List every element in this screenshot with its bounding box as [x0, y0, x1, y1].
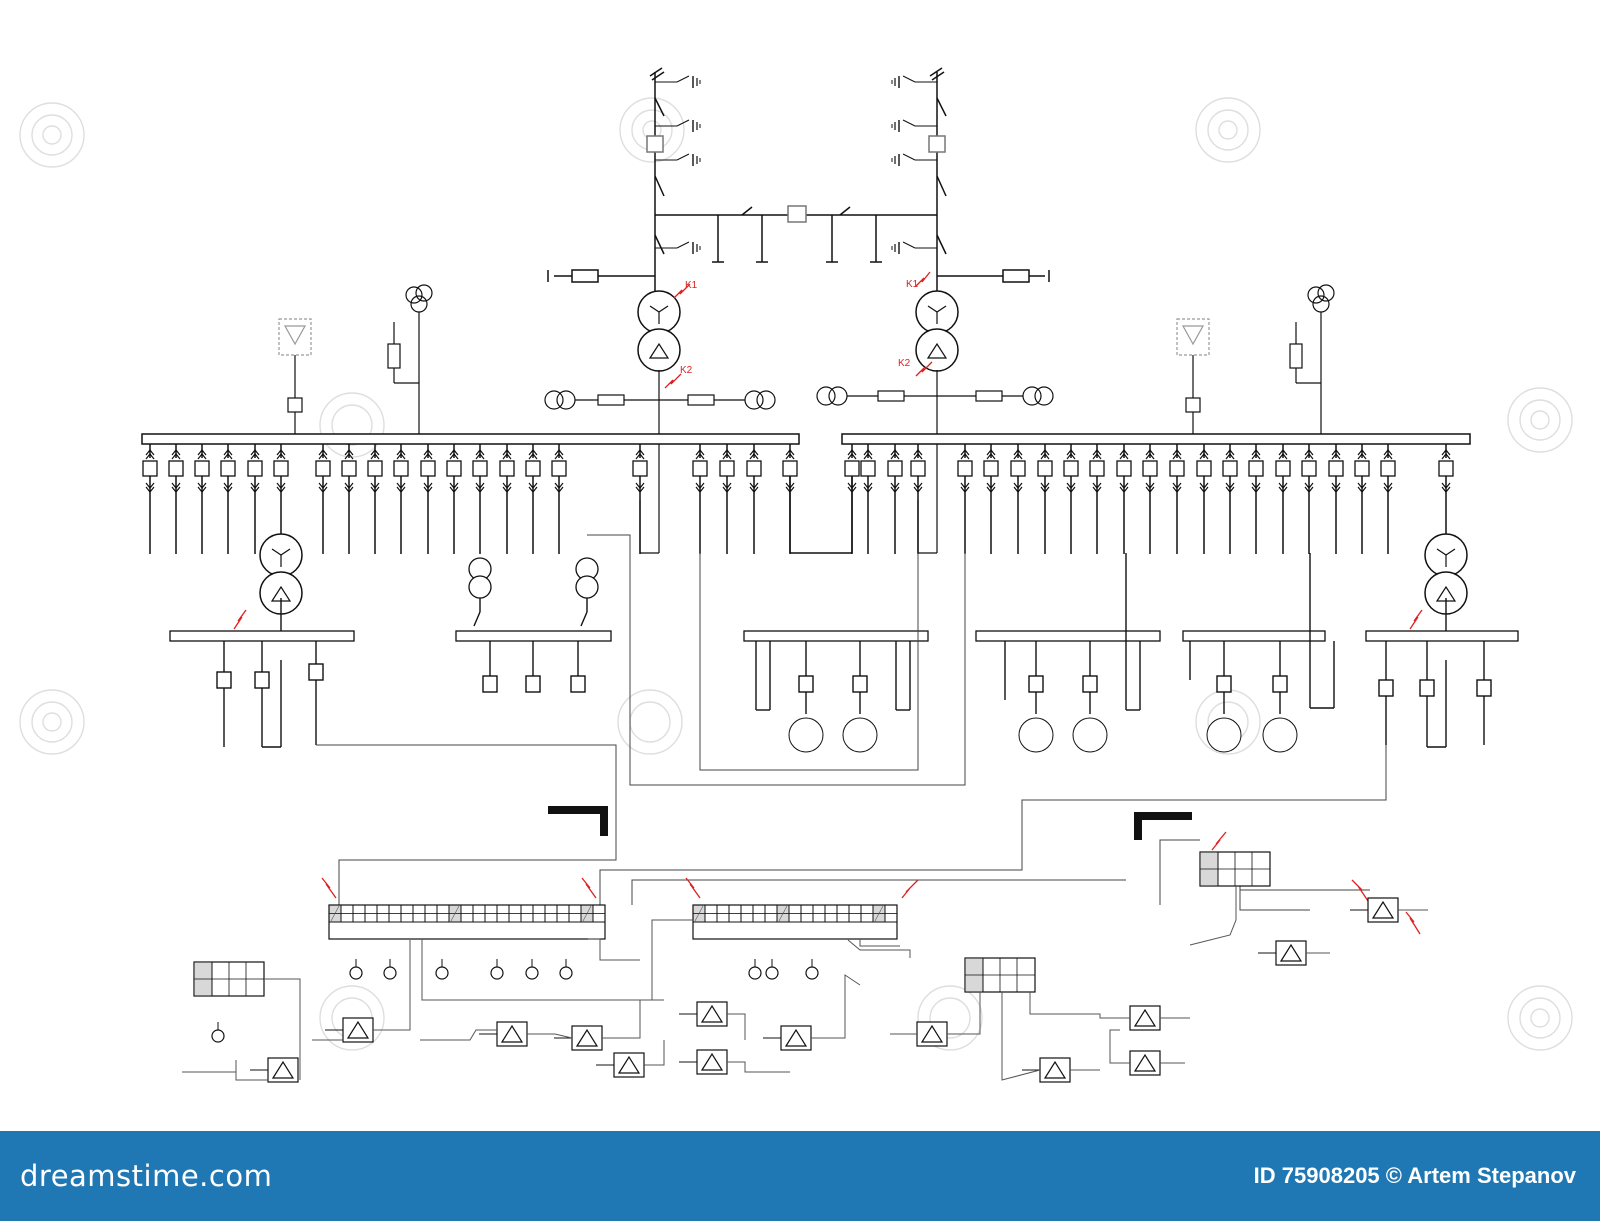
footer-bar: dreamstime.com ID 75908205 © Artem Stepa… [0, 1131, 1600, 1221]
feeders-left [142, 443, 798, 555]
site-logo[interactable]: dreamstime.com [20, 1159, 273, 1193]
busbar-right [841, 433, 1471, 445]
switchgear-panel-2 [692, 904, 898, 940]
fault-markers-top [664, 271, 933, 389]
switchgear-panel-3 [193, 961, 265, 997]
busbar-left [141, 433, 800, 445]
ground-switches [654, 75, 938, 255]
secondary-wiring [216, 553, 1492, 748]
corner-marks [548, 806, 1192, 840]
fault-markers-mid [233, 609, 1423, 630]
cable-routes [316, 534, 1387, 911]
bus-tie [789, 476, 853, 554]
label-k1-right: K1 [906, 279, 919, 290]
watermark [19, 97, 1573, 1051]
distribution-transformers [259, 533, 1468, 615]
label-k2-left: K2 [680, 365, 693, 376]
generators [788, 717, 1298, 753]
switchgear-panel-1 [328, 904, 606, 940]
aux-sources [278, 284, 1335, 434]
label-k2-right: K2 [898, 358, 911, 369]
secondary-busbars [169, 630, 1519, 642]
main-transformer-right [915, 290, 959, 372]
feeders-right [844, 443, 1454, 555]
hv-switchyard [547, 67, 1050, 300]
fault-markers-bottom [321, 831, 1421, 935]
load-wiring [182, 886, 1428, 1081]
main-transformer-left [637, 290, 681, 372]
reactor-links [544, 370, 1054, 554]
switchgear-panel-5 [1199, 851, 1271, 887]
label-k1-left: K1 [685, 280, 698, 291]
switchgear-panel-4 [964, 957, 1036, 993]
single-line-diagram: K1 K2 K1 K2 [19, 67, 1573, 1083]
image-credit: ID 75908205 © Artem Stepanov [1253, 1163, 1576, 1188]
